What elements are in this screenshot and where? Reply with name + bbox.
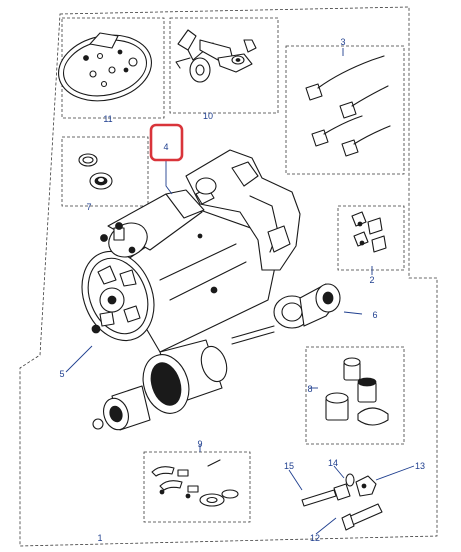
assembly-frame xyxy=(19,6,438,547)
callout-13: 13 xyxy=(415,461,425,471)
armature xyxy=(92,325,275,431)
group-11-gasket xyxy=(57,17,165,119)
fasteners xyxy=(301,473,383,531)
callout-11: 11 xyxy=(103,114,112,124)
leader-lines xyxy=(65,48,415,535)
starter-motor-body xyxy=(81,149,301,353)
group-8-bushes xyxy=(305,346,405,445)
callout-4: 4 xyxy=(163,142,168,152)
callout-15: 15 xyxy=(284,461,294,471)
callout-12: 12 xyxy=(310,533,320,543)
callout-8: 8 xyxy=(307,384,312,394)
callout-3: 3 xyxy=(340,37,345,47)
highlight-box-callout-4[interactable] xyxy=(149,123,184,162)
callout-14: 14 xyxy=(328,458,338,468)
callout-10: 10 xyxy=(203,111,213,121)
callout-1: 1 xyxy=(97,533,102,543)
group-2-clips xyxy=(337,205,405,271)
group-9-clips xyxy=(143,451,251,523)
callout-7: 7 xyxy=(86,202,91,212)
callout-9: 9 xyxy=(197,439,202,449)
group-7-seals xyxy=(61,136,149,207)
group-10-link-kit xyxy=(169,17,279,114)
callout-6: 6 xyxy=(372,310,377,320)
callout-2: 2 xyxy=(369,275,374,285)
callout-5: 5 xyxy=(59,369,64,379)
part-6-drive-pinion xyxy=(273,283,341,329)
callout-labels: 1 2 3 4 5 6 7 8 9 10 11 12 13 14 15 xyxy=(59,37,425,543)
group-3-brushes xyxy=(285,45,405,175)
